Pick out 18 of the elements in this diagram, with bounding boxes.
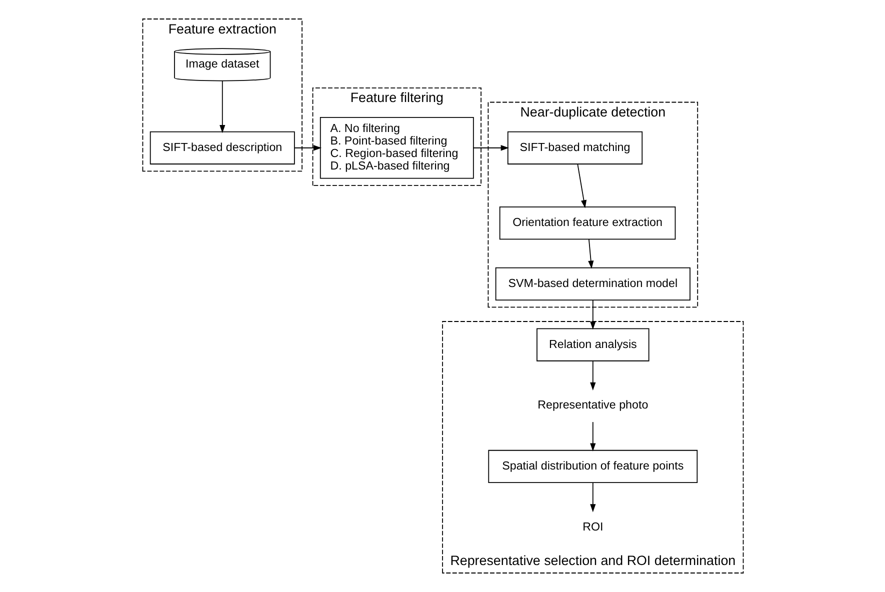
- node-box: SVM-based determination model: [494, 267, 690, 300]
- arrow: [590, 360, 596, 390]
- node-box: SIFT-based description: [149, 131, 294, 164]
- arrow: [588, 239, 594, 269]
- node-box: A. No filtering B. Point-based filtering C. Region-based filtering D. pLSA-based filtering: [319, 117, 474, 179]
- arrow: [294, 145, 322, 151]
- arrow: [472, 145, 508, 151]
- node-box: SIFT-based matching: [506, 131, 642, 164]
- arrow: [590, 422, 596, 452]
- arrow: [590, 300, 596, 330]
- arrow: [219, 80, 225, 134]
- node-box: Relation analysis: [536, 328, 649, 362]
- node-text: ROI: [582, 520, 603, 534]
- node-text: Representative photo: [537, 398, 648, 412]
- node-box: Orientation feature extraction: [498, 206, 676, 240]
- arrow: [576, 164, 586, 208]
- node-box: Spatial distribution of feature points: [488, 450, 698, 484]
- arrow: [590, 482, 596, 512]
